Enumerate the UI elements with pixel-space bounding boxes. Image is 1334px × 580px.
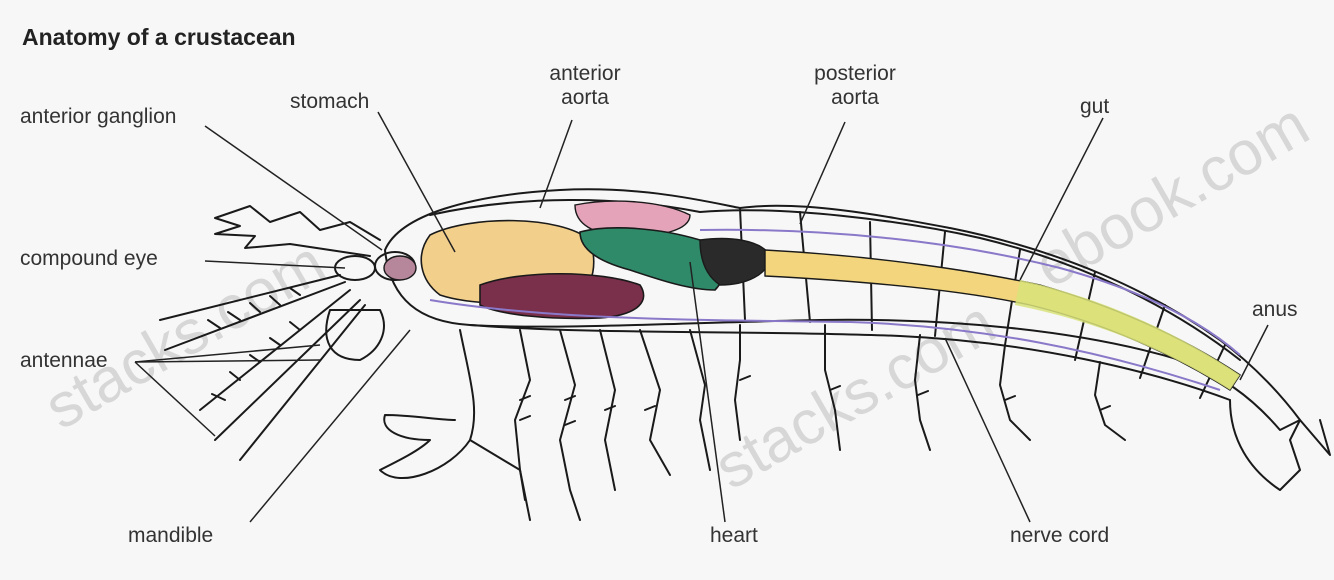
label-posterior-aorta-line1: posterior: [796, 62, 914, 86]
leader-anterior-aorta: [540, 120, 572, 208]
label-anterior-ganglion: anterior ganglion: [20, 105, 176, 129]
leader-compound-eye: [205, 261, 345, 268]
claw: [380, 330, 474, 478]
leader-heart: [690, 262, 725, 522]
gonad-organ: [480, 274, 644, 319]
leader-stomach: [378, 112, 455, 252]
label-gut: gut: [1080, 95, 1109, 119]
label-compound-eye: compound eye: [20, 247, 158, 271]
label-posterior-aorta: posterior aorta: [796, 62, 914, 110]
diagram-title: Anatomy of a crustacean: [22, 24, 296, 51]
label-nerve-cord: nerve cord: [1010, 524, 1109, 548]
label-anterior-aorta-line1: anterior: [535, 62, 635, 86]
label-heart: heart: [710, 524, 758, 548]
label-anterior-aorta-line2: aorta: [535, 86, 635, 110]
leader-antennae-1: [135, 345, 320, 362]
leader-anus: [1240, 325, 1268, 380]
label-mandible: mandible: [128, 524, 213, 548]
leader-nerve-cord: [945, 338, 1030, 522]
label-stomach: stomach: [290, 90, 369, 114]
tail-fan: [1230, 400, 1330, 490]
label-anus: anus: [1252, 298, 1298, 322]
leader-gut: [1020, 118, 1103, 280]
leader-antennae-3: [135, 362, 215, 436]
leader-antennae-2: [135, 360, 320, 362]
label-posterior-aorta-line2: aorta: [796, 86, 914, 110]
label-anterior-aorta: anterior aorta: [535, 62, 635, 110]
label-antennae: antennae: [20, 349, 108, 373]
leader-anterior-ganglion: [205, 126, 382, 250]
ganglion-organ: [384, 256, 416, 280]
